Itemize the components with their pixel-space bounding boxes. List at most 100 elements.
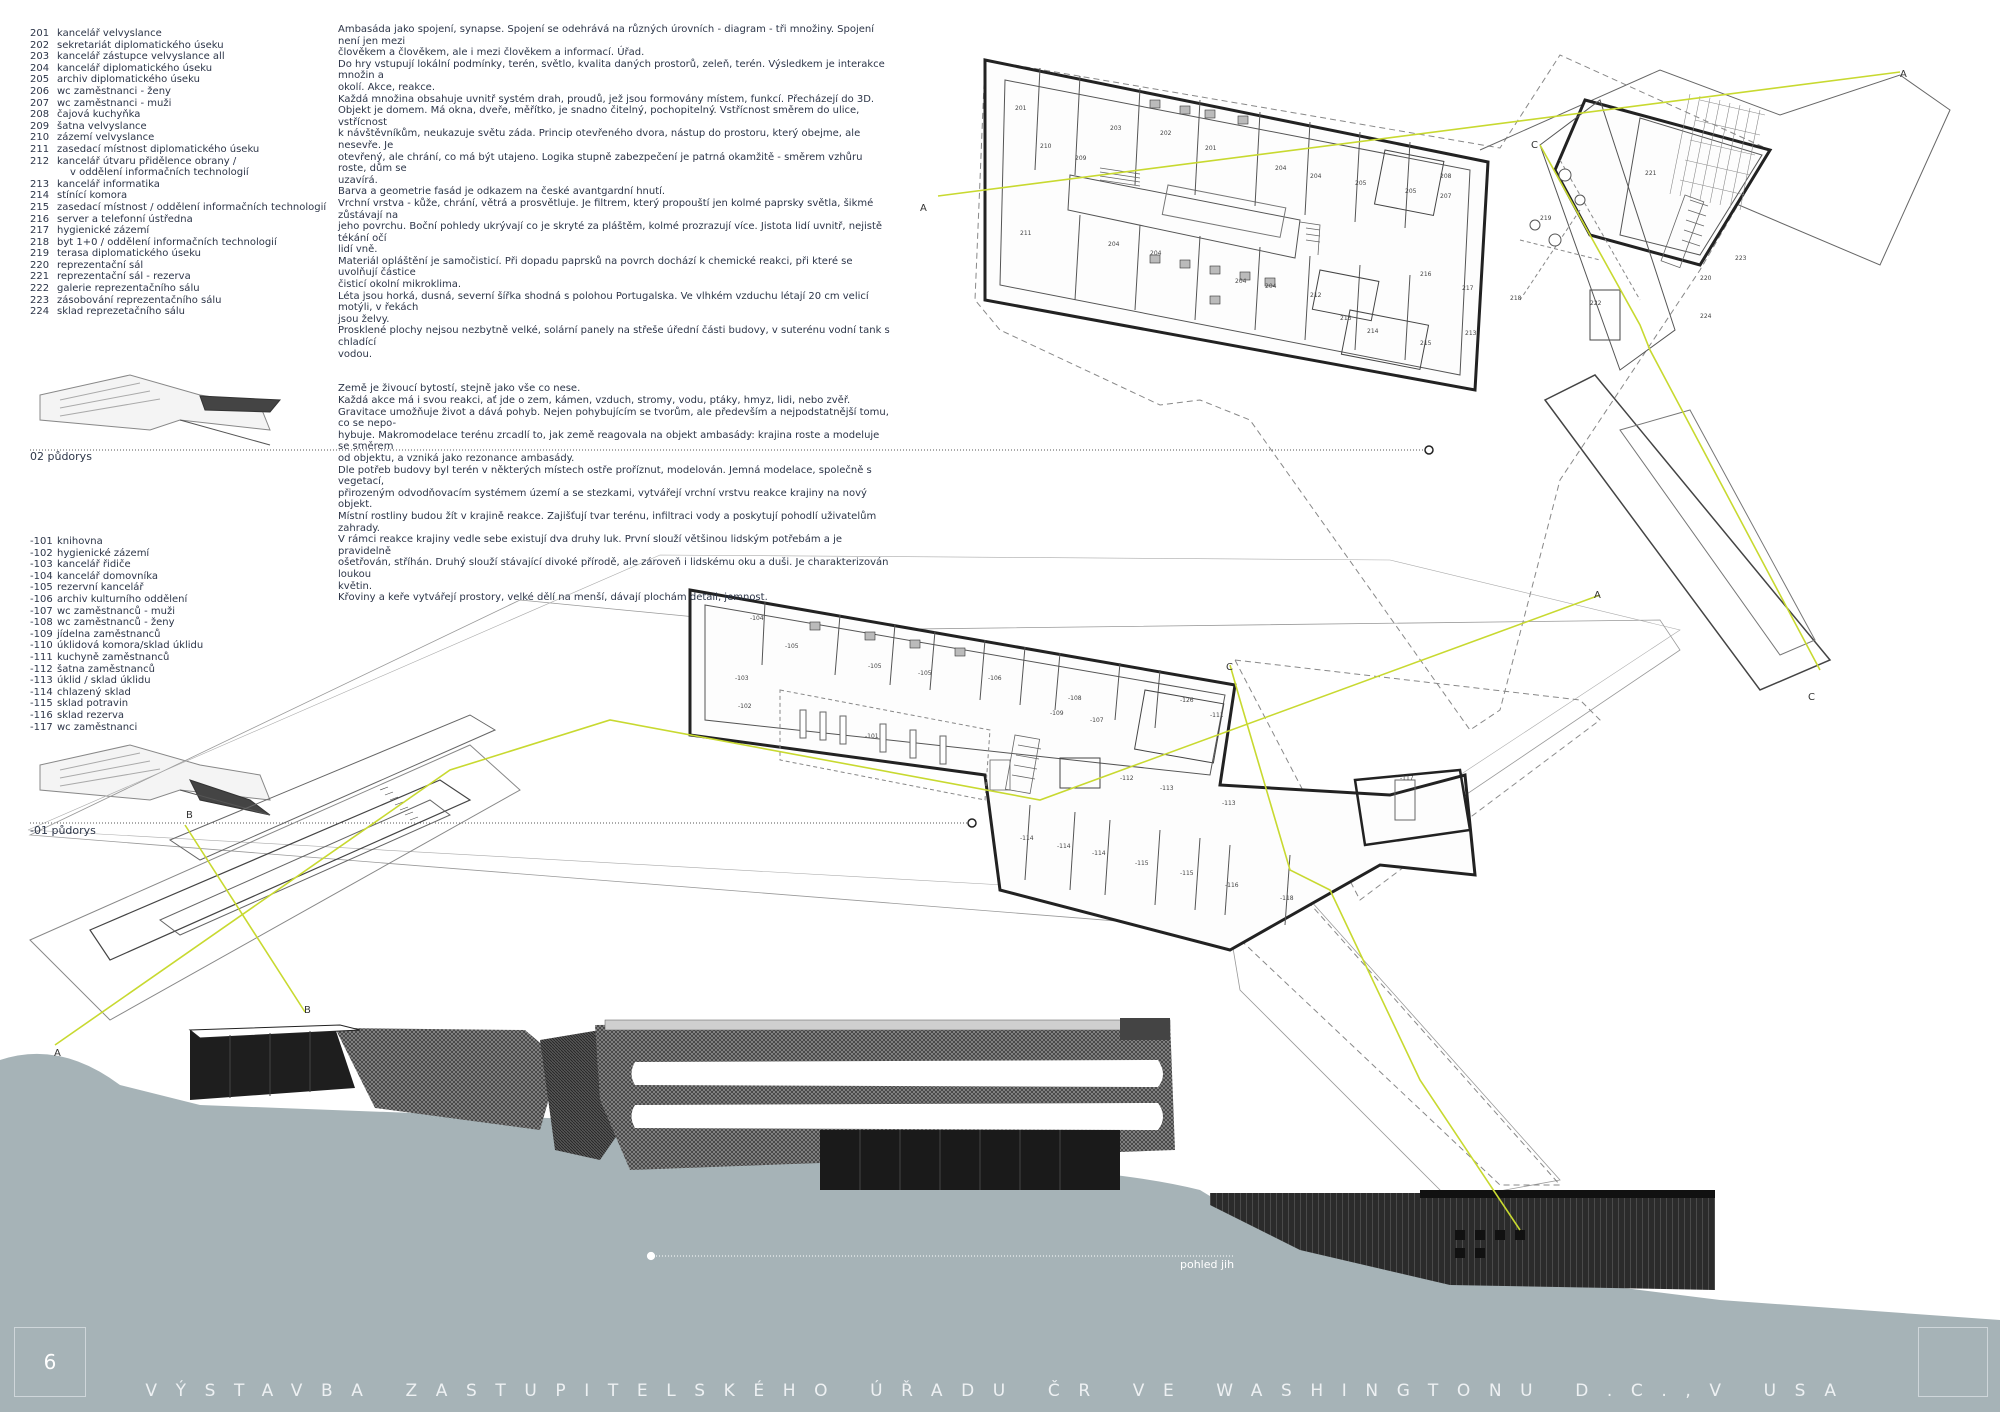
svg-text:-104: -104: [750, 615, 764, 622]
svg-text:204: 204: [1108, 241, 1120, 248]
svg-text:211: 211: [1020, 230, 1032, 237]
svg-text:-118: -118: [1280, 895, 1294, 902]
legend-room-number: 201: [30, 28, 50, 39]
legend-room-label: šatna velvyslance: [57, 120, 147, 132]
legend-room-label: čajová kuchyňka: [57, 109, 141, 121]
room-labels-floor-1: -104-103-102 -105-105-105 -106-108-109 -…: [735, 615, 1414, 902]
essay-line: Země je živoucí bytostí, stejně jako vše…: [338, 383, 581, 395]
svg-text:204: 204: [1150, 250, 1162, 257]
legend-room-label: hygienické zázemí: [57, 547, 150, 559]
axonometric-model-floor2: [39, 374, 282, 446]
legend-room-number: -103: [30, 559, 53, 571]
essay-line: vodou.: [338, 348, 373, 360]
legend-room-number: -109: [30, 628, 53, 640]
legend-room-number: -102: [30, 547, 53, 559]
legend-room-number: -116: [30, 709, 53, 721]
legend-room-label: úklidová komora/sklad úklidu: [57, 640, 204, 652]
svg-text:222: 222: [1590, 300, 1602, 307]
legend-room-label: galerie reprezentačního sálu: [57, 283, 200, 295]
svg-text:-113: -113: [1222, 800, 1236, 807]
legend-room-number: -106: [30, 593, 53, 605]
svg-text:-117: -117: [1400, 775, 1414, 782]
essay-line: hybuje. Makromodelace terénu zrcadlí to,…: [338, 429, 880, 453]
legend-room-number: 206: [30, 85, 50, 97]
legend-room-label: wc zaměstnanců - muži: [57, 605, 175, 617]
essay-line: k návštěvníkům, neukazuje světu záda. Pr…: [338, 128, 861, 151]
axonometric-model-floor-1: [39, 744, 271, 816]
svg-text:218: 218: [1510, 295, 1522, 302]
svg-text:-103: -103: [735, 675, 749, 682]
legend-room-number: 209: [30, 120, 50, 132]
essay-line: jsou želvy.: [338, 313, 390, 325]
legend-room-number: 223: [30, 294, 50, 306]
section-marker-c-bottom: C: [1808, 692, 1815, 703]
svg-text:215: 215: [1420, 340, 1432, 347]
legend-room-label: chlazený sklad: [57, 686, 131, 698]
svg-text:201: 201: [1205, 145, 1217, 152]
legend-room-label: zasedací místnost / oddělení informačníc…: [57, 201, 327, 213]
essay-line: Vrchní vrstva - kůže, chrání, větrá a pr…: [338, 197, 874, 221]
svg-text:212: 212: [1310, 292, 1322, 299]
legend-room-label: wc zaměstnanci - muži: [57, 97, 172, 109]
legend-room-number: -101: [30, 536, 53, 547]
svg-text:-107: -107: [1090, 717, 1104, 724]
legend-room-label: reprezentační sál: [57, 259, 144, 271]
legend-room-label: sklad reprezetačního sálu: [57, 306, 186, 318]
legend-room-label: stínící komora: [57, 190, 128, 202]
svg-text:203: 203: [1110, 125, 1122, 132]
essay-line: Do hry vstupují lokální podmínky, terén,…: [338, 58, 885, 82]
legend-room-label: kancelář informatika: [57, 178, 160, 190]
svg-text:-114: -114: [1057, 843, 1071, 850]
legend-room-label: server a telefonní ústředna: [57, 213, 193, 225]
essay-line: Léta jsou horká, dusná, severní šířka sh…: [338, 290, 869, 314]
legend-room-number: 211: [30, 143, 50, 155]
legend-room-label: kancelář diplomatického úseku: [57, 62, 213, 74]
svg-text:213: 213: [1340, 315, 1352, 322]
legend-room-label: sekretariát diplomatického úseku: [57, 39, 224, 51]
essay-line: člověkem a člověkem, ale i mezi člověkem…: [338, 47, 645, 59]
legend-room-number: 221: [30, 271, 50, 283]
svg-text:-115: -115: [1135, 860, 1149, 867]
svg-text:208: 208: [1440, 173, 1452, 180]
section-marker-a-left: A: [920, 203, 927, 214]
legend-room-label: wc zaměstnanci: [57, 721, 138, 733]
svg-text:210: 210: [1040, 143, 1052, 150]
svg-text:201: 201: [1015, 105, 1027, 112]
svg-text:-113: -113: [1160, 785, 1174, 792]
svg-text:-105: -105: [868, 663, 882, 670]
svg-text:221: 221: [1645, 170, 1657, 177]
legend-room-number: -104: [30, 570, 53, 582]
legend-room-number: 205: [30, 74, 50, 86]
legend-room-number: -115: [30, 698, 53, 710]
legend-item: 223 zásobování reprezentačního sálu: [30, 295, 326, 307]
essay-line: Gravitace umožňuje život a dává pohyb. N…: [338, 406, 889, 430]
legend-room-label: zásobování reprezentačního sálu: [57, 294, 222, 306]
essay-line: Každá akce má i svou reakci, ať jde o ze…: [338, 395, 851, 406]
legend-room-label: úklid / sklad úklidu: [57, 675, 151, 687]
legend-room-number: 217: [30, 225, 50, 237]
legend-room-label: hygienické zázemí: [57, 225, 150, 237]
corner-frame: [1918, 1327, 1988, 1397]
essay-line: Ambasáda jako spojení, synapse. Spojení …: [338, 24, 875, 47]
svg-text:209: 209: [1075, 155, 1087, 162]
svg-text:-105: -105: [785, 643, 799, 650]
svg-text:-126: -126: [1180, 697, 1194, 704]
